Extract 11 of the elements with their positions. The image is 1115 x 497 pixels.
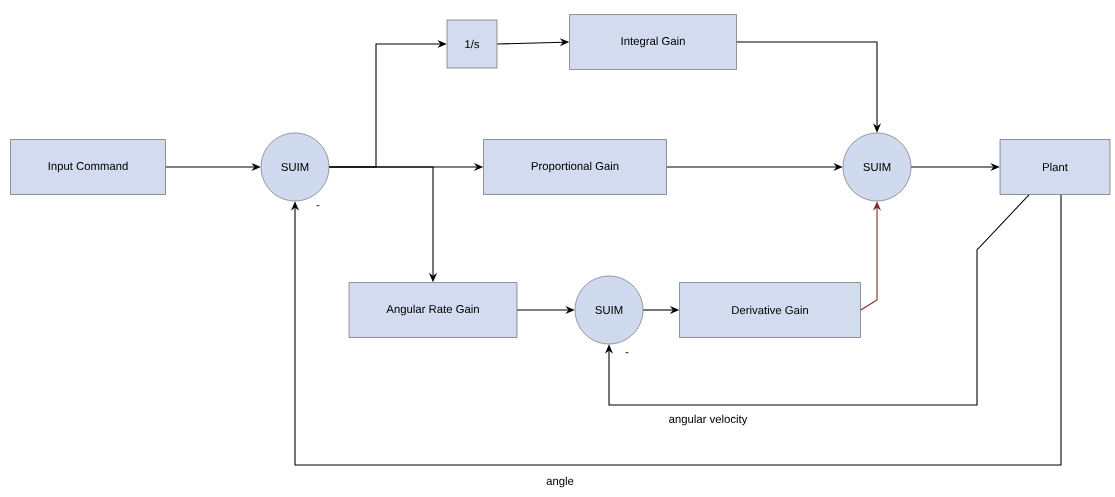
block-box: Input Command	[10, 139, 166, 195]
arrow	[290, 194, 1062, 466]
edge-label: angle	[546, 476, 574, 488]
block-box: Integral Gain	[569, 14, 737, 70]
block-box: Proportional Gain	[483, 139, 667, 195]
block-box: Derivative Gain	[679, 282, 861, 338]
block-box: Plant	[999, 139, 1111, 195]
edge-label: angular velocity	[669, 414, 748, 426]
arrow	[604, 194, 1030, 406]
block-box: Angular Rate Gain	[348, 282, 518, 338]
block-box: 1/s	[446, 19, 498, 69]
